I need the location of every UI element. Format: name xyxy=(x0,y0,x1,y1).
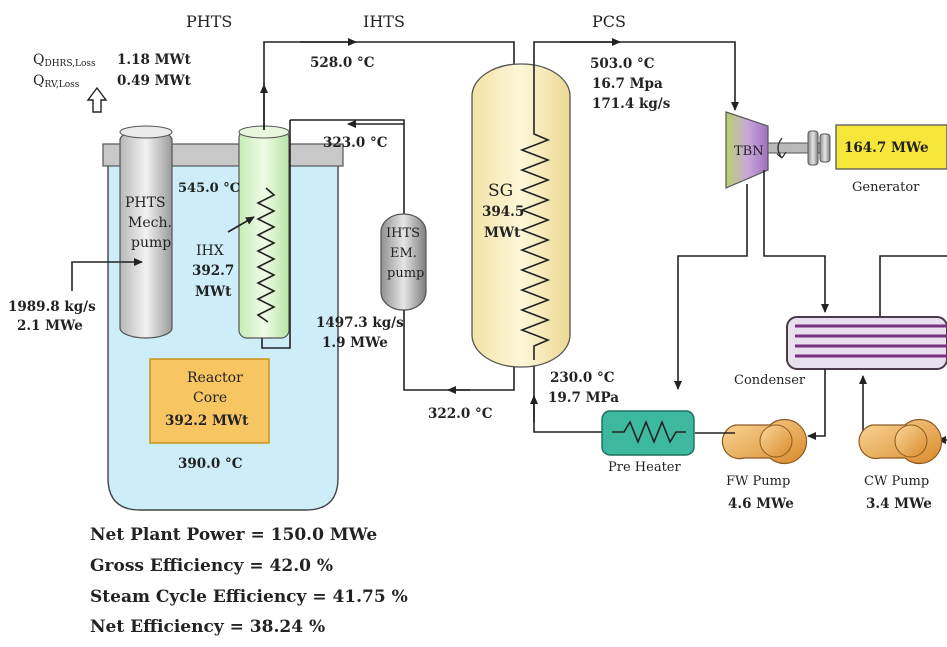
fw-pump-impeller xyxy=(759,424,793,458)
dhrs-loss-label: QDHRS,Loss xyxy=(33,52,96,69)
summary-net-power: Net Plant Power = 150.0 MWe xyxy=(90,525,377,545)
sg-power-unit: MWt xyxy=(484,225,521,241)
ihx-inlet-temp: 545.0 °C xyxy=(178,181,240,196)
ihx-label: IHX xyxy=(196,243,224,259)
rv-loss-value: 0.49 MWt xyxy=(117,73,192,89)
dhrs-loss-value: 1.18 MWt xyxy=(117,52,192,68)
sg-power: 394.5 xyxy=(482,204,524,220)
fw-pump-label: FW Pump xyxy=(726,474,790,489)
generator-label: Generator xyxy=(852,180,920,195)
ihx-pointer-arrow xyxy=(227,216,255,233)
ihts-pump-label-2: EM. xyxy=(390,246,417,261)
ihx-vessel xyxy=(238,129,290,339)
feedwater-pressure: 19.7 MPa xyxy=(548,390,619,406)
steam-pressure: 16.7 Mpa xyxy=(592,76,663,92)
cw-pump-impeller xyxy=(894,424,928,458)
ihts-pump-label-1: IHTS xyxy=(386,226,420,241)
ihx-coil-icon xyxy=(256,187,276,323)
phts-pump-label-2: Mech. xyxy=(128,215,172,231)
ihx-power: 392.7 xyxy=(192,263,234,279)
turbine-label: TBN xyxy=(734,144,764,159)
main-steam-line xyxy=(533,41,739,111)
phts-header: PHTS xyxy=(186,12,232,31)
ihts-hot-leg xyxy=(263,41,515,130)
sg-coil-icon xyxy=(519,70,551,360)
phts-flow-rate: 1989.8 kg/s xyxy=(8,299,96,315)
ihts-flow-rate: 1497.3 kg/s xyxy=(316,315,404,331)
summary-steam-cycle-efficiency: Steam Cycle Efficiency = 41.75 % xyxy=(90,587,408,607)
feedwater-line xyxy=(533,366,602,433)
generator-power: 164.7 MWe xyxy=(844,140,929,156)
condensate-line xyxy=(807,369,826,440)
feedwater-temp: 230.0 °C xyxy=(550,370,615,386)
phts-pump-power: 2.1 MWe xyxy=(17,318,83,334)
cooling-water-out xyxy=(879,255,947,316)
generator xyxy=(835,124,947,170)
cw-pump-power: 3.4 MWe xyxy=(866,496,932,512)
preheater xyxy=(601,410,695,456)
phts-pump-label-1: PHTS xyxy=(125,195,166,211)
reactor-core-label-1: Reactor xyxy=(187,370,243,386)
ihts-pump-power: 1.9 MWe xyxy=(322,335,388,351)
turbine-exhaust-line xyxy=(763,170,829,313)
preheater-coil-icon xyxy=(612,419,686,445)
phts-pump-cap xyxy=(119,125,173,139)
ihts-return-pipe xyxy=(290,119,405,225)
rv-loss-label: QRV,Loss xyxy=(33,73,80,90)
ihts-header: IHTS xyxy=(363,12,405,31)
coupling-right xyxy=(819,133,831,163)
condenser-label: Condenser xyxy=(734,373,806,388)
dhrs-loss: QDHRS,Loss 1.18 MWt xyxy=(33,52,192,69)
fw-pump xyxy=(721,418,808,465)
fw-pump-power: 4.6 MWe xyxy=(728,496,794,512)
rotation-arrow-icon xyxy=(776,151,787,159)
ihts-hot-temp: 528.0 °C xyxy=(310,55,375,71)
reactor-core-power: 392.2 MWt xyxy=(165,413,249,429)
heat-loss-arrow-icon xyxy=(86,86,108,113)
condenser xyxy=(786,316,947,370)
reactor-core xyxy=(149,358,270,444)
ihx-inlet-pipe xyxy=(261,120,291,349)
phts-pump-label-3: pump xyxy=(131,235,171,251)
ihts-return-temp: 323.0 °C xyxy=(323,135,388,151)
reactor-core-label-2: Core xyxy=(193,390,227,406)
summary-gross-efficiency: Gross Efficiency = 42.0 % xyxy=(90,556,333,576)
phts-flow-pointer xyxy=(71,258,143,291)
ihx-power-unit: MWt xyxy=(195,284,232,300)
cw-pump-label: CW Pump xyxy=(864,474,929,489)
turbine xyxy=(725,111,769,189)
coupling-left xyxy=(807,130,819,166)
sg-label: SG xyxy=(488,181,513,201)
extraction-line xyxy=(674,184,748,390)
phts-mech-pump xyxy=(119,129,173,339)
ihts-cold-temp: 322.0 °C xyxy=(428,406,493,422)
ihts-pump-label-3: pump xyxy=(387,266,424,281)
preheater-label: Pre Heater xyxy=(608,460,681,475)
summary-net-efficiency: Net Efficiency = 38.24 % xyxy=(90,617,325,637)
steam-temp: 503.0 °C xyxy=(590,56,655,72)
rv-loss: QRV,Loss 0.49 MWt xyxy=(33,73,192,90)
pcs-header: PCS xyxy=(592,12,626,31)
pool-temp: 390.0 °C xyxy=(178,456,243,472)
cw-pump xyxy=(858,418,943,465)
steam-flow: 171.4 kg/s xyxy=(592,96,671,112)
